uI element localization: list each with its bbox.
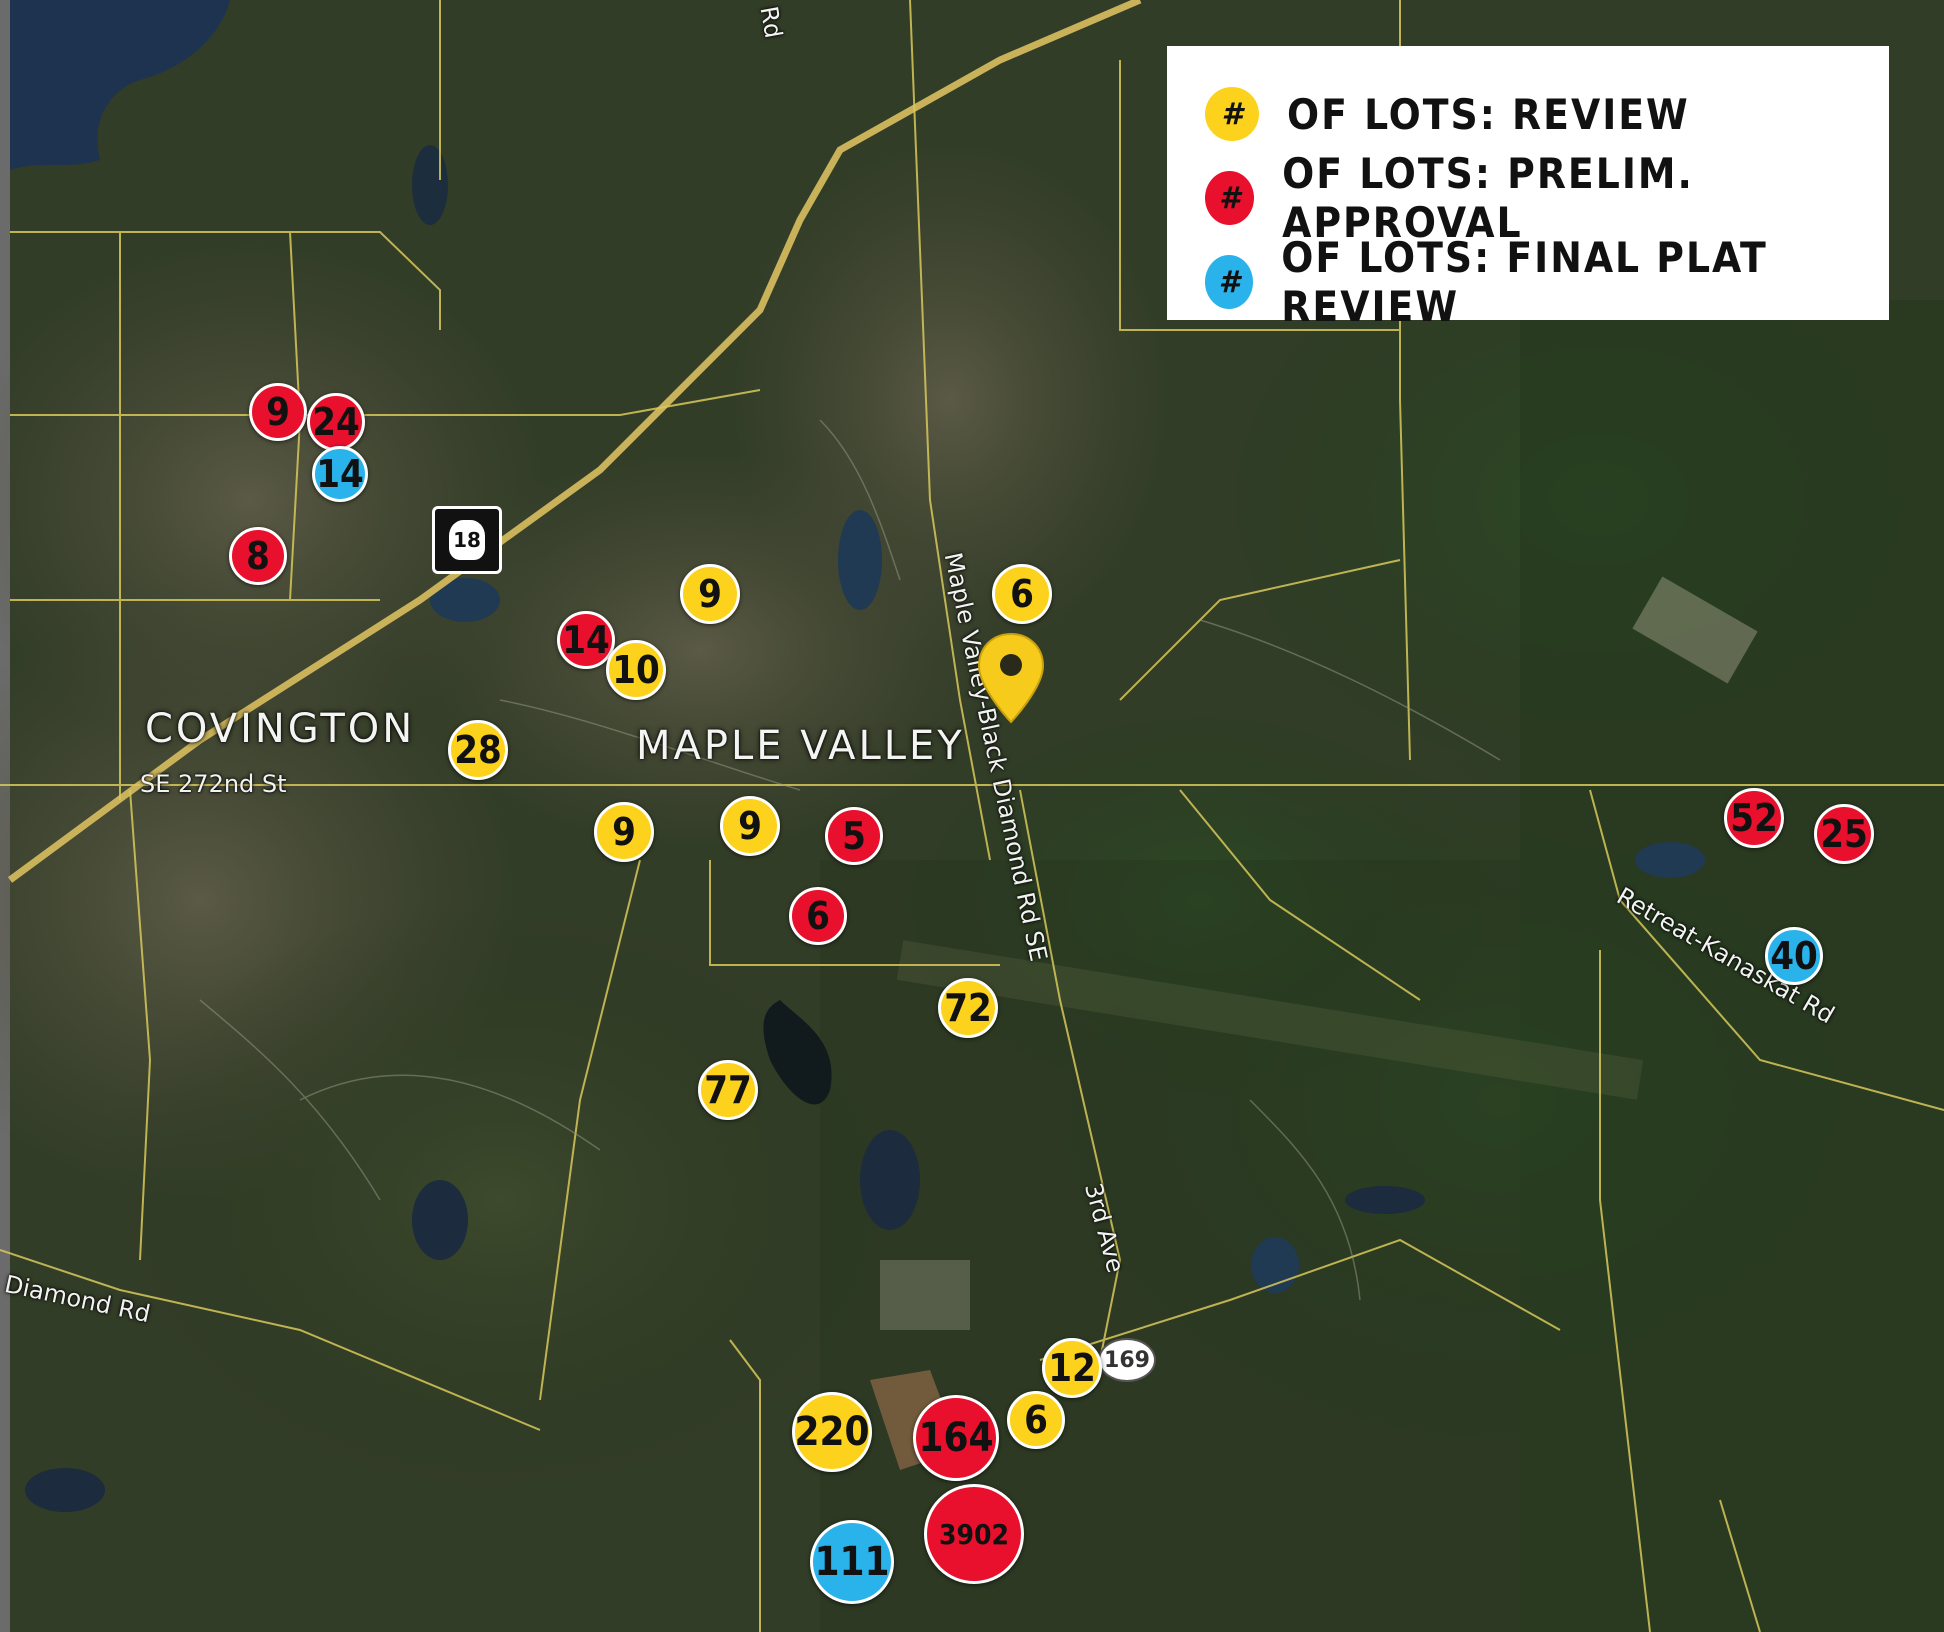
lot-marker-review[interactable]: 77: [698, 1060, 758, 1120]
legend-prelim-swatch-icon: #: [1205, 171, 1255, 225]
location-pin-icon[interactable]: [976, 632, 1046, 724]
lot-marker-prelim[interactable]: 3902: [924, 1484, 1024, 1584]
lot-marker-prelim[interactable]: 14: [557, 611, 615, 669]
legend: # OF LOTS: REVIEW # OF LOTS: PRELIM. APP…: [1167, 46, 1889, 331]
lot-marker-review[interactable]: 6: [1007, 1391, 1065, 1449]
lot-marker-review[interactable]: 9: [594, 802, 654, 862]
lot-marker-review[interactable]: 10: [606, 640, 666, 700]
place-label-maple-valley: MAPLE VALLEY: [636, 723, 965, 769]
lot-marker-review[interactable]: 9: [720, 796, 780, 856]
lot-marker-review[interactable]: 220: [792, 1392, 872, 1472]
lot-marker-prelim[interactable]: 8: [229, 527, 287, 585]
lot-marker-prelim[interactable]: 5: [825, 807, 883, 865]
lot-marker-prelim[interactable]: 6: [789, 887, 847, 945]
legend-review-swatch-icon: #: [1205, 87, 1259, 141]
lot-marker-review[interactable]: 6: [992, 564, 1052, 624]
lot-marker-review[interactable]: 12: [1042, 1338, 1102, 1398]
lot-marker-prelim[interactable]: 24: [307, 393, 365, 451]
legend-row-prelim: # OF LOTS: PRELIM. APPROVAL: [1205, 149, 1889, 247]
lot-marker-review[interactable]: 9: [680, 564, 740, 624]
route-18-shield-icon: 18: [432, 506, 502, 574]
lot-marker-prelim[interactable]: 9: [249, 383, 307, 441]
legend-prelim-label: OF LOTS: PRELIM. APPROVAL: [1282, 149, 1694, 247]
route-18-number: 18: [449, 520, 485, 560]
legend-final-label: OF LOTS: FINAL PLAT REVIEW: [1281, 233, 1768, 331]
lot-marker-review[interactable]: 28: [448, 720, 508, 780]
legend-row-final: # OF LOTS: FINAL PLAT REVIEW: [1205, 233, 1889, 331]
place-label-covington: COVINGTON: [145, 706, 416, 752]
lot-marker-prelim[interactable]: 164: [913, 1395, 999, 1481]
lot-marker-final[interactable]: 111: [810, 1520, 894, 1604]
lot-marker-review[interactable]: 72: [938, 978, 998, 1038]
road-label-se-272nd-st: SE 272nd St: [140, 770, 287, 798]
legend-final-swatch-icon: #: [1205, 255, 1254, 309]
lot-marker-final[interactable]: 40: [1765, 927, 1823, 985]
legend-row-review: # OF LOTS: REVIEW: [1205, 72, 1889, 156]
route-169-shield-icon: 169: [1098, 1338, 1156, 1382]
lot-marker-prelim[interactable]: 52: [1724, 788, 1784, 848]
road-label-top-rd: Rd: [754, 4, 788, 41]
legend-review-label: OF LOTS: REVIEW: [1287, 89, 1690, 139]
lot-marker-prelim[interactable]: 25: [1814, 804, 1874, 864]
lot-marker-final[interactable]: 14: [312, 446, 368, 502]
